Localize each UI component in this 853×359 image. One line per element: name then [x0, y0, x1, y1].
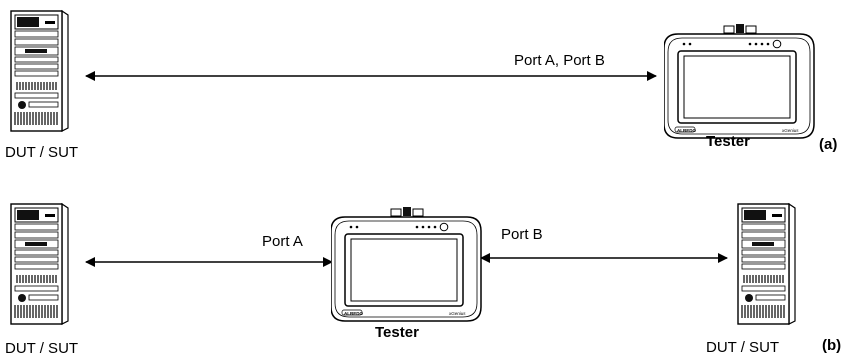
tester-device-icon: ALBEDO xGenius: [331, 207, 482, 322]
tester-label: Tester: [706, 133, 750, 150]
dut-right-label: DUT / SUT: [706, 339, 780, 356]
tester-model: xGenius: [448, 311, 466, 316]
port-a-label: Port A: [262, 233, 303, 250]
tester-logo: ALBEDO: [344, 311, 363, 316]
port-b-label: Port B: [501, 226, 543, 243]
tester-label: Tester: [375, 324, 419, 341]
server-tower-icon: [737, 203, 796, 325]
tester-logo: ALBEDO: [677, 128, 696, 133]
dut-left-label: DUT / SUT: [5, 340, 79, 357]
server-tower-icon: [10, 203, 69, 325]
server-tower-icon: [10, 10, 69, 132]
panel-letter-a: (a): [819, 136, 838, 153]
port-label: Port A, Port B: [514, 52, 605, 69]
dut-label: DUT / SUT: [5, 144, 79, 161]
panel-letter-b: (b): [822, 337, 842, 354]
tester-device-icon: ALBEDO xGenius: [664, 24, 815, 139]
tester-model: xGenius: [781, 128, 799, 133]
